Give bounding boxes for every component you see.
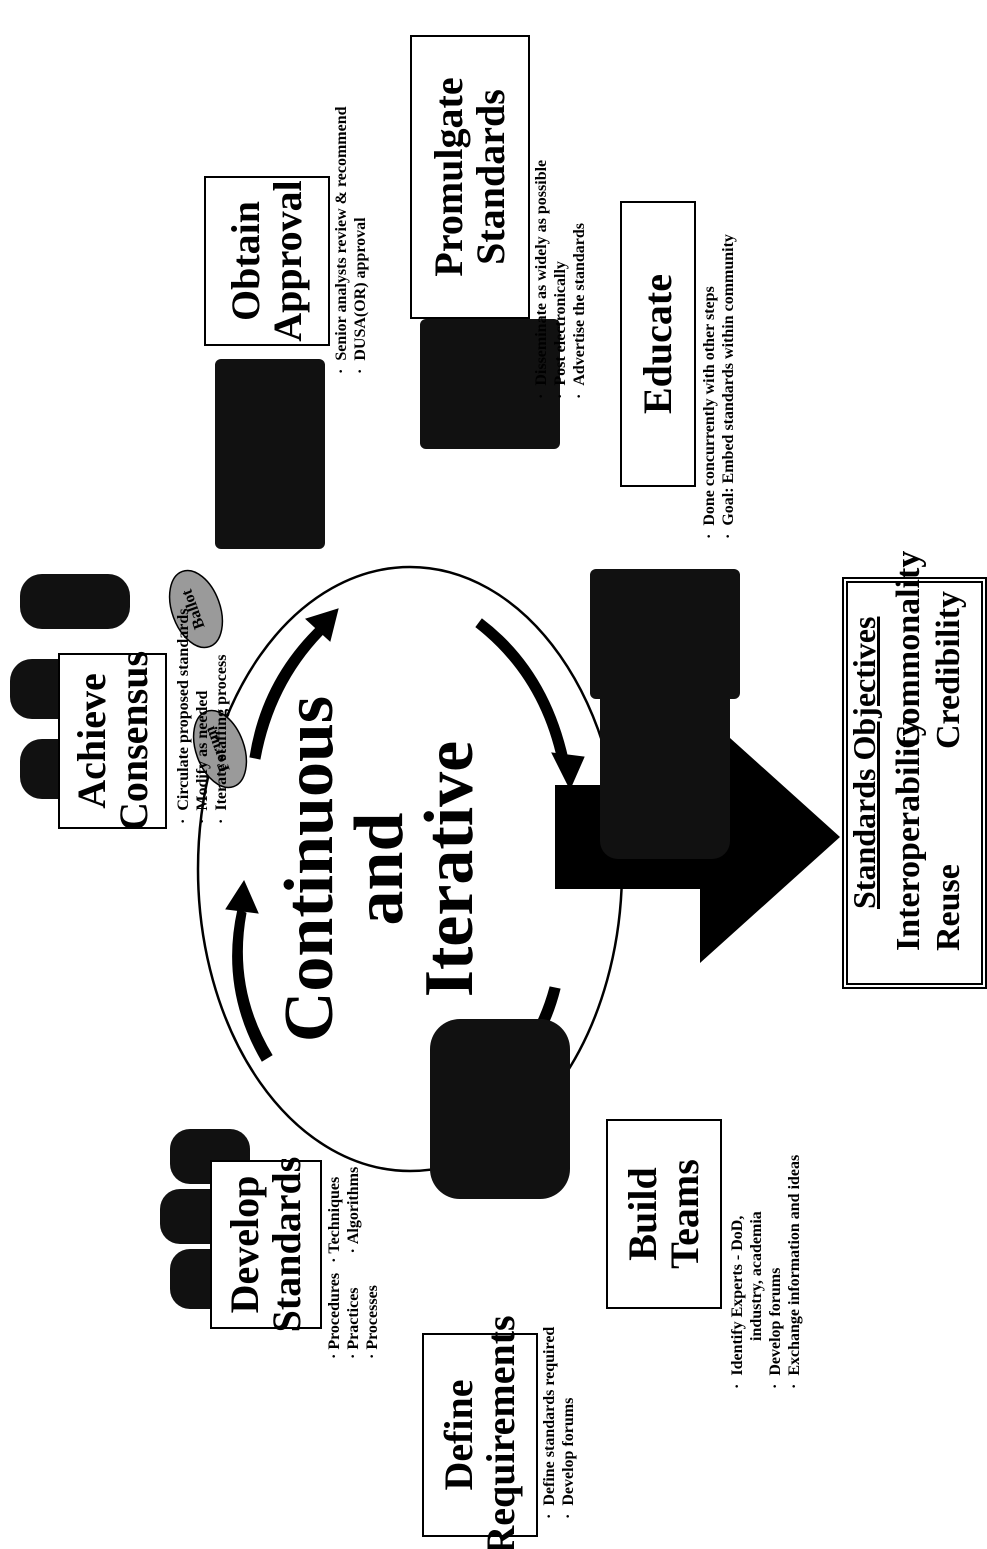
list-item: DUSA(OR) approval — [351, 106, 370, 374]
list-item: Disseminate as widely as possible — [532, 160, 551, 399]
objective-reuse: Reuse — [930, 864, 967, 951]
bullet-procedures: Procedures — [325, 1273, 344, 1359]
define-requirements-title-2: Requirements — [478, 1315, 523, 1549]
objective-interoperability: Interoperability — [890, 719, 927, 951]
objective-credibility: Credibility — [930, 590, 967, 749]
list-item: Iterate staffing process — [212, 609, 231, 824]
define-requirements-box: Define Requirements — [422, 1315, 538, 1549]
bullet-techniques: Techniques — [325, 1177, 344, 1263]
build-teams-title-2: Teams — [662, 1159, 707, 1269]
promulgate-standards-bullets: Disseminate as widely as possible Post e… — [532, 160, 589, 399]
list-item: Modify as needed — [193, 609, 212, 824]
promulgate-standards-title-2: Standards — [468, 89, 513, 265]
list-item: Goal: Embed standards within community — [719, 234, 738, 539]
figure-silhouette — [600, 659, 730, 859]
bullet-algorithms: Algorithms — [344, 1167, 363, 1254]
educate-title: Educate — [635, 274, 680, 414]
build-teams-bullets: Identify Experts - DoD, industry, academ… — [728, 1155, 804, 1389]
bullet-processes: Processes — [363, 1285, 382, 1359]
center-line-2: and — [341, 812, 418, 926]
objective-commonality: Commonality — [890, 550, 927, 749]
figure-silhouette — [430, 1019, 570, 1199]
cycle-arrow-head — [551, 752, 585, 791]
develop-standards-box: Develop Standards — [210, 1157, 322, 1332]
develop-standards-title-1: Develop — [222, 1175, 267, 1314]
cycle-arrow-head — [225, 879, 259, 914]
define-requirements-bullets: Define standards required Develop forums — [540, 1327, 578, 1519]
standards-objectives-heading: Standards Objectives — [846, 616, 882, 909]
educate-box: Educate — [620, 201, 696, 487]
bullet-practices: Practices — [344, 1287, 363, 1359]
achieve-consensus-box: Achieve Consensus — [58, 650, 167, 832]
figure-silhouette — [420, 319, 560, 449]
figure-silhouette — [590, 569, 740, 699]
list-item: Done concurrently with other steps — [700, 234, 719, 539]
define-requirements-title-1: Define — [436, 1379, 481, 1491]
list-item: Develop forums — [559, 1327, 578, 1519]
cycle-arrow-head — [305, 608, 339, 642]
list-item: Circulate proposed standards — [174, 609, 193, 824]
list-item: Identify Experts - DoD, — [728, 1155, 747, 1389]
obtain-approval-title-1: Obtain — [223, 200, 268, 322]
list-item: Post electronically — [551, 160, 570, 399]
figure-silhouette — [20, 574, 130, 629]
develop-standards-title-2: Standards — [264, 1156, 309, 1333]
center-text: Continuous and Iterative — [271, 619, 488, 1119]
list-item: Senior analysts review & recommend — [332, 106, 351, 374]
figure-silhouette — [215, 359, 325, 549]
list-item: Practices Algorithms — [344, 1167, 363, 1359]
list-item: Develop forums — [766, 1155, 785, 1389]
obtain-approval-box: Obtain Approval — [204, 176, 330, 346]
achieve-consensus-title-2: Consensus — [110, 650, 156, 832]
promulgate-standards-title-1: Promulgate — [426, 77, 471, 277]
list-item: Advertise the standards — [570, 160, 589, 399]
promulgate-standards-box: Promulgate Standards — [410, 35, 530, 319]
center-line-3: Iterative — [411, 740, 488, 998]
center-line-1: Continuous — [271, 695, 348, 1043]
list-item: industry, academia — [748, 1211, 765, 1341]
develop-standards-bullets: Procedures Techniques Practices Algorith… — [325, 1167, 382, 1359]
list-item: Define standards required — [540, 1327, 559, 1519]
list-item: Exchange information and ideas — [785, 1155, 804, 1389]
obtain-approval-title-2: Approval — [265, 180, 310, 342]
educate-bullets: Done concurrently with other steps Goal:… — [700, 234, 738, 539]
list-item: Procedures Techniques — [325, 1167, 344, 1359]
cycle-arrow-top-left — [232, 908, 273, 1062]
list-item: Processes — [363, 1167, 382, 1359]
achieve-consensus-bullets: Circulate proposed standards Modify as n… — [174, 609, 231, 824]
achieve-consensus-title-1: Achieve — [68, 673, 114, 809]
build-teams-box: Build Teams — [606, 1119, 722, 1309]
build-teams-title-1: Build — [620, 1167, 665, 1261]
obtain-approval-bullets: Senior analysts review & recommend DUSA(… — [332, 106, 370, 374]
